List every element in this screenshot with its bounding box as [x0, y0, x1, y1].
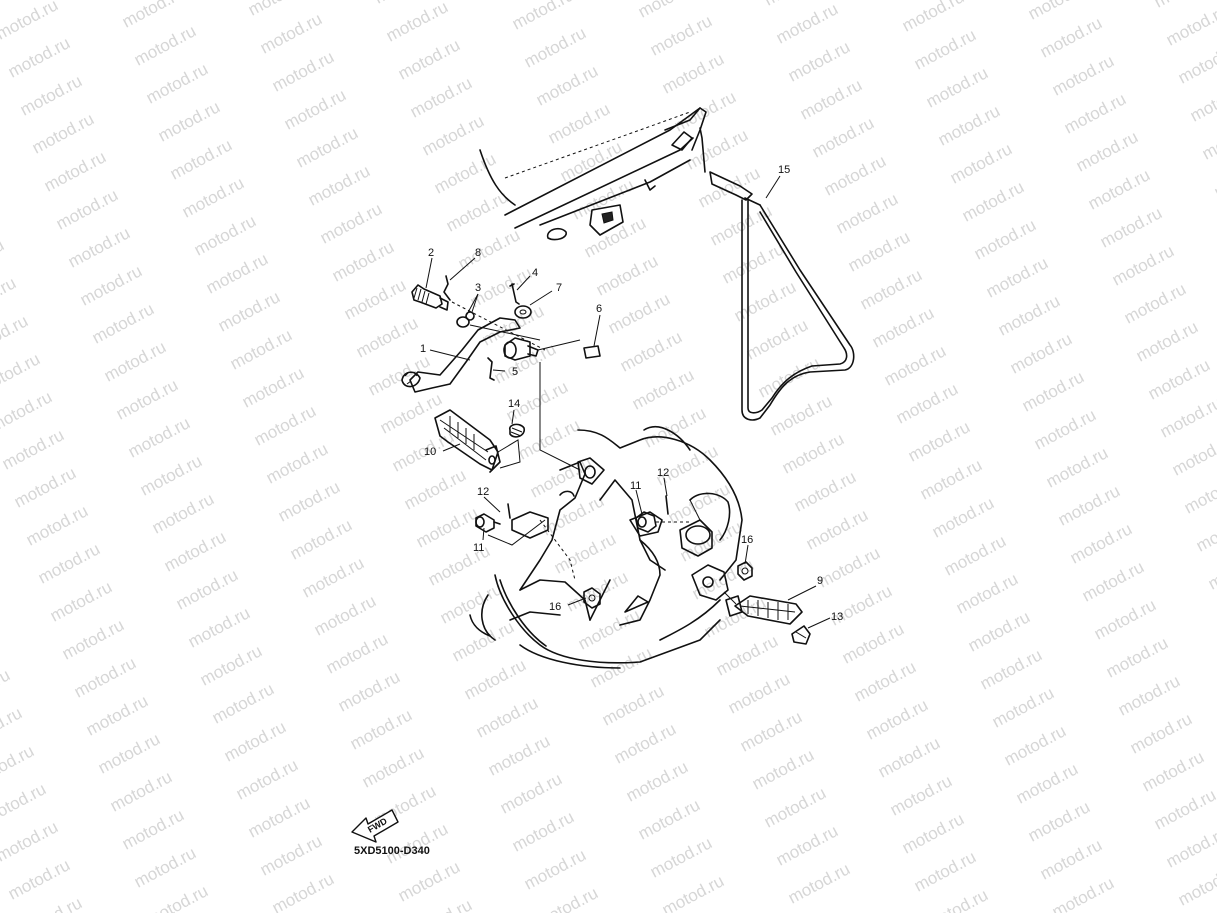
fwd-arrow-icon: FWD — [351, 809, 399, 843]
callout-15: 15 — [778, 164, 790, 176]
callout-13: 13 — [831, 611, 843, 623]
drawing-code: 5XD5100-D340 — [354, 845, 430, 857]
callout-12-left: 12 — [477, 486, 489, 498]
callout-3: 3 — [475, 282, 481, 294]
callout-14: 14 — [508, 398, 520, 410]
callout-4: 4 — [532, 267, 538, 279]
stand-part-15 — [699, 127, 855, 421]
callout-12-right: 12 — [657, 467, 669, 479]
footpeg-right-part-9 — [723, 591, 811, 645]
callout-16-lower: 16 — [549, 601, 561, 613]
callout-10: 10 — [424, 446, 436, 458]
callout-5: 5 — [512, 366, 518, 378]
callout-6: 6 — [596, 303, 602, 315]
fasteners — [475, 495, 753, 609]
frame-upper-rail — [479, 107, 707, 241]
callout-11-left: 11 — [473, 542, 484, 554]
callout-1: 1 — [420, 343, 426, 355]
callout-11-right: 11 — [630, 480, 641, 492]
callout-2: 2 — [428, 247, 434, 259]
callout-7: 7 — [556, 282, 562, 294]
brake-pedal-assembly — [401, 275, 605, 485]
callout-labels: 1 2 3 4 5 6 7 8 9 10 11 11 12 12 13 14 1… — [420, 164, 843, 623]
leader-lines — [425, 175, 831, 629]
frame-lower-section — [469, 426, 743, 669]
callout-8: 8 — [475, 247, 481, 259]
callout-16-right: 16 — [741, 534, 753, 546]
callout-9: 9 — [817, 575, 823, 587]
